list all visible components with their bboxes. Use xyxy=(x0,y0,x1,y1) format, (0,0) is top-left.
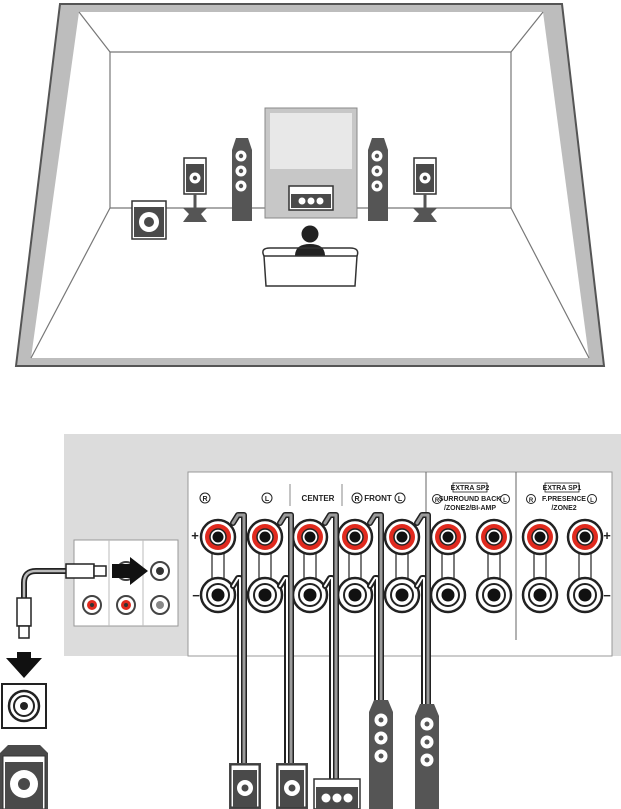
surround-back-l-negative-terminal[interactable] xyxy=(475,576,513,614)
label-l-mark-1: L xyxy=(265,496,270,503)
label-surround-back: SURROUND BACK xyxy=(439,496,502,503)
arrow-right-icon xyxy=(112,557,148,585)
front-r-negative-terminal[interactable] xyxy=(199,576,237,614)
surround-r-speaker-bottom-icon xyxy=(229,763,261,809)
label-fp-l: L xyxy=(590,498,594,504)
label-plus-left: + xyxy=(191,528,199,543)
terminal-row-negative xyxy=(199,576,604,614)
label-plus-right: + xyxy=(603,528,611,543)
subwoofer-input-jack-icon xyxy=(1,683,47,729)
receiver-rear-panel: R L CENTER R FRONT L EXTRA SP2 SURROUND … xyxy=(64,434,621,657)
label-sb-r: R xyxy=(435,498,440,504)
label-l-mark-2: L xyxy=(398,496,403,503)
center-negative-terminal[interactable] xyxy=(291,576,329,614)
front-r-speaker-bottom-icon xyxy=(369,700,393,809)
speaker-cables xyxy=(230,512,431,785)
label-fp-r: R xyxy=(529,498,534,504)
arrow-down-icon xyxy=(6,652,42,678)
front-l-negative-terminal[interactable] xyxy=(246,576,284,614)
presence-r-positive-terminal[interactable] xyxy=(521,518,559,556)
label-minus-left: − xyxy=(192,588,200,603)
label-minus-right: − xyxy=(603,588,611,603)
front-right-speaker-icon xyxy=(368,138,388,221)
surround-back-r-positive-terminal[interactable] xyxy=(429,518,467,556)
front-l2-negative-terminal[interactable] xyxy=(383,576,421,614)
label-r-mark-2: R xyxy=(354,496,359,503)
surround-l-speaker-bottom-icon xyxy=(276,763,308,809)
presence-l-positive-terminal[interactable] xyxy=(566,518,604,556)
subwoofer-pre-out-area xyxy=(73,539,179,627)
label-front: FRONT xyxy=(364,494,392,503)
center-speaker-icon xyxy=(288,185,334,211)
presence-r-negative-terminal[interactable] xyxy=(521,576,559,614)
surround-back-r-negative-terminal[interactable] xyxy=(429,576,467,614)
center-positive-terminal[interactable] xyxy=(291,518,329,556)
front-left-speaker-icon xyxy=(232,138,252,221)
front-r2-negative-terminal[interactable] xyxy=(336,576,374,614)
label-extra-sp1: EXTRA SP1 xyxy=(543,485,582,492)
presence-l-negative-terminal[interactable] xyxy=(566,576,604,614)
label-zone2-biamp: /ZONE2/BI-AMP xyxy=(444,505,496,512)
listener-icon xyxy=(262,225,359,287)
label-sb-l: L xyxy=(503,498,507,504)
label-zone2: /ZONE2 xyxy=(551,505,576,512)
front-l-speaker-bottom-icon xyxy=(415,704,439,809)
subwoofer-icon xyxy=(131,200,167,240)
terminal-row-positive xyxy=(199,518,604,556)
surround-left-speaker-icon xyxy=(183,157,207,222)
center-speaker-bottom-icon xyxy=(313,778,361,809)
front-l2-positive-terminal[interactable] xyxy=(383,518,421,556)
surround-right-speaker-icon xyxy=(413,157,437,222)
front-l-positive-terminal[interactable] xyxy=(246,518,284,556)
front-r2-positive-terminal[interactable] xyxy=(336,518,374,556)
surround-back-l-positive-terminal[interactable] xyxy=(475,518,513,556)
label-center: CENTER xyxy=(302,494,335,503)
front-r-positive-terminal[interactable] xyxy=(199,518,237,556)
label-front-r-mark-1: R xyxy=(202,496,207,503)
subwoofer-cable xyxy=(16,563,107,639)
label-extra-sp2: EXTRA SP2 xyxy=(451,485,490,492)
room-illustration xyxy=(14,3,606,367)
label-f-presence: F.PRESENCE xyxy=(542,496,586,503)
subwoofer-bottom-icon xyxy=(0,745,48,809)
